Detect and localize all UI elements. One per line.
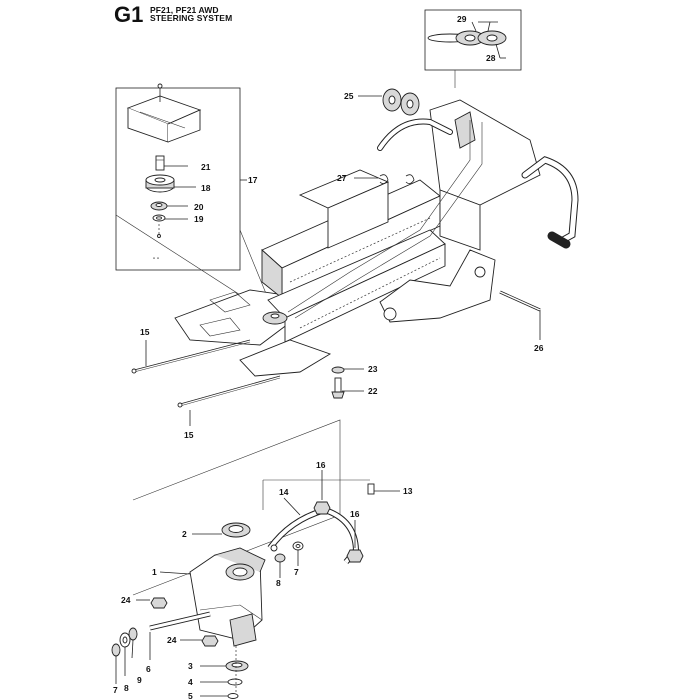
chassis-frame [174,99,541,377]
shaft-6 [149,611,211,660]
pulley-18 [145,174,196,193]
callout-8-lower: 8 [124,683,129,693]
callout-7-upper: 7 [294,567,299,577]
callout-23: 23 [368,364,378,374]
cables-15 [131,339,281,426]
callout-1: 1 [152,567,157,577]
inset-box-28-29 [424,9,522,88]
callout-29: 29 [457,14,467,24]
callout-26: 26 [534,343,544,353]
callout-19: 19 [194,214,204,224]
callout-20: 20 [194,202,204,212]
callout-24-lower: 24 [167,635,177,645]
callout-25: 25 [344,91,354,101]
callout-17: 17 [248,175,258,185]
callout-6: 6 [146,664,151,674]
callout-28: 28 [486,53,496,63]
seal-2 [192,522,251,538]
washer-4 [200,678,243,686]
small-tick-mark: " " [153,258,159,264]
clips-27 [354,174,415,184]
steering-bracket-17 [126,83,202,143]
callout-labels: 21 18 20 19 17 " " 29 28 25 27 26 15 15 … [113,14,544,700]
section-code: G1 [114,2,144,27]
callout-3: 3 [188,661,193,671]
callout-15-lower: 15 [184,430,194,440]
callout-8-upper: 8 [276,578,281,588]
bearing-20 [150,201,188,211]
callout-24-upper: 24 [121,595,131,605]
callout-2: 2 [182,529,187,539]
nuts-16 [313,470,364,563]
nut-23 [331,366,364,374]
callout-5: 5 [188,691,193,700]
bolt-21 [155,155,188,171]
section-title: STEERING SYSTEM [150,13,233,23]
callout-21: 21 [201,162,211,172]
washer-stack-7-8-9 [111,627,138,684]
steering-handle [377,118,579,249]
model-names: PF21, PF21 AWD [150,5,219,15]
clip-5 [200,646,239,699]
callout-27: 27 [337,173,347,183]
callout-4: 4 [188,677,193,687]
callout-15-upper: 15 [140,327,150,337]
steering-housing-1 [159,547,266,647]
bolt-22 [331,377,364,399]
idler-pulleys-25 [358,88,420,116]
callout-16-upper: 16 [316,460,326,470]
bolt-13 [367,483,400,495]
callout-16-lower: 16 [350,509,360,519]
rod-26 [499,290,541,340]
nuts-24 [136,597,219,647]
callout-18: 18 [201,183,211,193]
steering-arm-14 [267,497,360,564]
callout-14: 14 [279,487,289,497]
washer-19 [152,214,188,238]
washers-7-8-upper [274,541,304,578]
callout-22: 22 [368,386,378,396]
callout-9: 9 [137,675,142,685]
callout-13: 13 [403,486,413,496]
callout-7-lower: 7 [113,685,118,695]
bearing-3 [200,660,249,672]
